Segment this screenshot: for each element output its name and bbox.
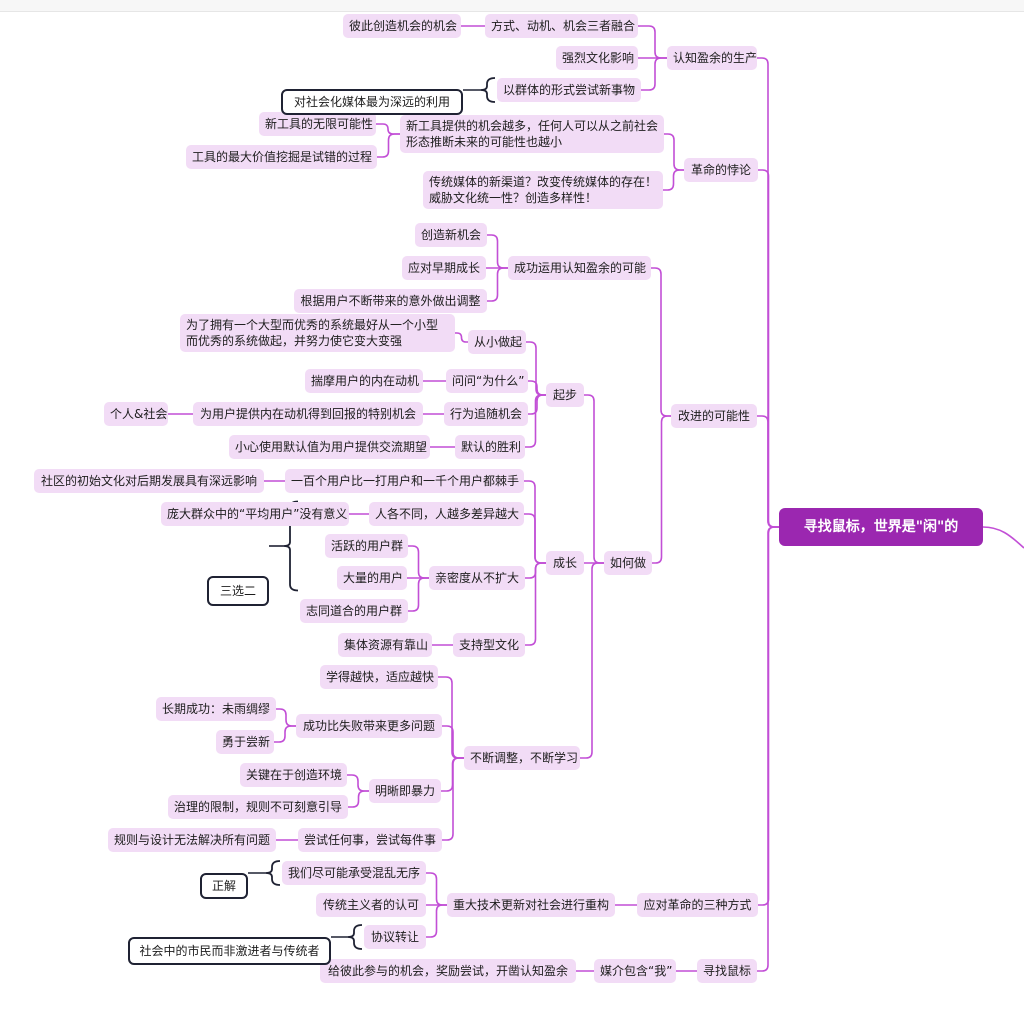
link-qb-qb1 (526, 341, 546, 396)
topic-tz3b[interactable]: 治理的限制，规则不可刻意引导 (168, 795, 348, 819)
link-tz3-tz3b (348, 790, 369, 808)
link-tz3-tz3a (347, 774, 369, 792)
topic-qb4a[interactable]: 小心使用默认值为用户提供交流期望 (229, 435, 430, 459)
topic-cz2[interactable]: 人各不同，人越多差异越大 (369, 502, 524, 526)
link-tz2-tz2a (276, 708, 296, 727)
topic-b5a1[interactable]: 给彼此参与的机会，奖励尝试，开凿认知盈余 (320, 959, 576, 983)
topic-b3[interactable]: 改进的可能性 (671, 404, 757, 428)
topic-cz3b[interactable]: 大量的用户 (337, 566, 407, 590)
summary-brace-s3 (265, 860, 281, 886)
topic-b4a1[interactable]: 我们尽可能承受混乱无序 (282, 861, 426, 885)
topic-tz4[interactable]: 尝试任何事，尝试每件事 (298, 828, 442, 852)
link-b3-b3a (651, 267, 671, 417)
link-qb1-qb1a (455, 332, 468, 343)
topic-qb3[interactable]: 行为追随机会 (444, 402, 528, 426)
link-b2a-b2a2 (377, 133, 400, 158)
top-bar (0, 0, 1024, 12)
topic-qb4[interactable]: 默认的胜利 (455, 435, 525, 459)
summary-s3[interactable]: 正解 (200, 873, 248, 899)
link-b2a-b2a1 (376, 123, 400, 135)
topic-b1b[interactable]: 强烈文化影响 (556, 46, 638, 70)
link-qb-qb4 (525, 394, 546, 448)
topic-qb1[interactable]: 从小做起 (468, 330, 526, 354)
topic-b3a3[interactable]: 根据用户不断带来的意外做出调整 (294, 289, 487, 313)
topic-b2a1[interactable]: 新工具的无限可能性 (259, 112, 376, 136)
topic-b1a1[interactable]: 彼此创造机会的机会 (343, 14, 461, 38)
topic-b2b[interactable]: 传统媒体的新渠道？改变传统媒体的存在！威胁文化统一性？创造多样性！ (423, 171, 663, 209)
link-cz-cz2 (524, 513, 546, 564)
link-b4a-b4a1 (426, 872, 447, 906)
topic-b5a[interactable]: 媒介包含“我” (594, 959, 676, 983)
topic-qb2a[interactable]: 揣摩用户的内在动机 (305, 369, 423, 393)
topic-b3a2[interactable]: 应对早期成长 (402, 256, 486, 280)
link-cz3-cz3a (408, 545, 429, 579)
topic-tz1[interactable]: 学得越快，适应越快 (320, 665, 438, 689)
topic-b3a[interactable]: 成功运用认知盈余的可能 (508, 256, 651, 280)
link-b3a-b3a3 (487, 267, 508, 302)
topic-cz[interactable]: 成长 (546, 551, 584, 575)
link-b3-b3b (652, 415, 671, 564)
topic-b3b[interactable]: 如何做 (604, 551, 652, 575)
link-tz-tz4 (442, 757, 464, 841)
topic-cz1a[interactable]: 社区的初始文化对后期发展具有深远影响 (34, 469, 264, 493)
topic-cz3[interactable]: 亲密度从不扩大 (429, 566, 525, 590)
topic-b2a[interactable]: 新工具提供的机会越多，任何人可以从之前社会形态推断未来的可能性也越小 (400, 115, 664, 153)
topic-b4a[interactable]: 重大技术更新对社会进行重构 (447, 893, 615, 917)
topic-cz4[interactable]: 支持型文化 (453, 633, 525, 657)
topic-b1[interactable]: 认知盈余的生产 (667, 46, 757, 70)
link-b2-b2a (664, 133, 684, 171)
root-topic[interactable]: 寻找鼠标，世界是"闲"的 (779, 508, 983, 546)
topic-qb1a[interactable]: 为了拥有一个大型而优秀的系统最好从一个小型而优秀的系统做起，并努力使它变大变强 (180, 314, 455, 352)
topic-b3a1[interactable]: 创造新机会 (415, 223, 487, 247)
topic-qb3a[interactable]: 为用户提供内在动机得到回报的特别机会 (193, 402, 423, 426)
link-b1-b1a (638, 25, 667, 59)
topic-tz3[interactable]: 明晰即暴力 (369, 779, 441, 803)
topic-cz1[interactable]: 一百个用户比一打用户和一千个用户都棘手 (285, 469, 524, 493)
topic-b5[interactable]: 寻找鼠标 (697, 959, 757, 983)
topic-b2a2[interactable]: 工具的最大价值挖掘是试错的过程 (186, 145, 377, 169)
topic-qb[interactable]: 起步 (546, 383, 584, 407)
summary-brace-s1 (480, 77, 496, 103)
summary-brace-s4 (347, 924, 363, 950)
link-tz2-tz2b (274, 725, 296, 743)
topic-tz4a[interactable]: 规则与设计无法解决所有问题 (108, 828, 276, 852)
topic-cz2a[interactable]: 庞大群众中的“平均用户”没有意义 (161, 502, 349, 526)
link-R-b5 (757, 526, 779, 972)
link-b4a-b4a3 (426, 904, 447, 938)
topic-cz4a[interactable]: 集体资源有靠山 (338, 633, 432, 657)
link-cz-cz4 (525, 562, 546, 646)
topic-qb2[interactable]: 问问“为什么” (446, 369, 528, 393)
topic-cz3a[interactable]: 活跃的用户群 (325, 534, 408, 558)
link-R-b3 (757, 415, 779, 528)
topic-b4a3[interactable]: 协议转让 (364, 925, 426, 949)
summary-s1[interactable]: 对社会化媒体最为深远的利用 (281, 89, 463, 115)
topic-tz[interactable]: 不断调整，不断学习 (464, 746, 580, 770)
topic-tz2[interactable]: 成功比失败带来更多问题 (296, 714, 442, 738)
link-b1-b1c (641, 57, 667, 91)
topic-b2[interactable]: 革命的悖论 (684, 158, 758, 182)
summary-s2[interactable]: 三选二 (207, 576, 269, 606)
topic-b4[interactable]: 应对革命的三种方式 (637, 893, 758, 917)
link-b3b-tz (580, 562, 604, 759)
summary-s4[interactable]: 社会中的市民而非激进者与传统者 (128, 937, 331, 965)
topic-qb3b[interactable]: 个人&社会 (104, 402, 168, 426)
topic-cz3c[interactable]: 志同道合的用户群 (300, 599, 408, 623)
link-b3a-b3a1 (487, 234, 508, 269)
topic-tz2b[interactable]: 勇于尝新 (216, 730, 274, 754)
link-tz-tz2 (442, 725, 464, 759)
link-b2-b2b (663, 169, 684, 191)
topic-b1a[interactable]: 方式、动机、机会三者融合 (485, 14, 638, 38)
topic-b1c[interactable]: 以群体的形式尝试新事物 (497, 78, 641, 102)
root-tail-line (982, 526, 1024, 549)
topic-tz2a[interactable]: 长期成功：未雨绸缪 (156, 697, 276, 721)
topic-tz3a[interactable]: 关键在于创造环境 (240, 763, 347, 787)
topic-b4a2[interactable]: 传统主义者的认可 (316, 893, 426, 917)
link-cz3-cz3c (408, 577, 429, 612)
link-b3b-qb (584, 394, 604, 564)
